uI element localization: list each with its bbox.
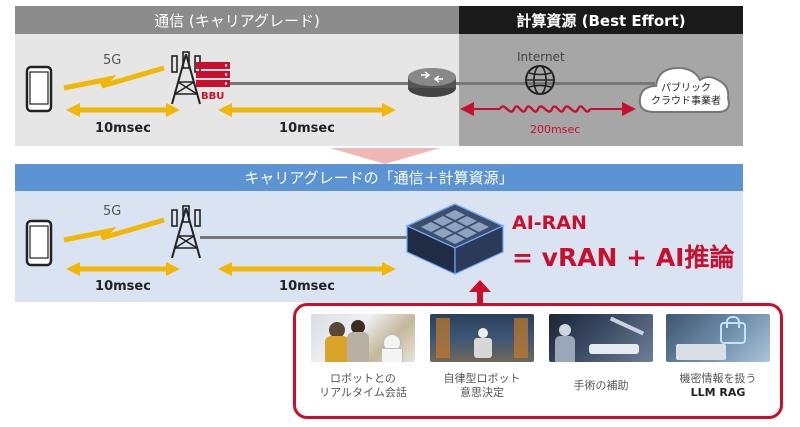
best-effort-latency-arrow <box>460 102 636 116</box>
ai-ran-datacenter-icon <box>405 203 505 275</box>
secure-llm-photo <box>666 314 770 362</box>
carrier-grade-header: 通信 (キャリアグレード) <box>15 6 459 34</box>
cloud-line2: クラウド事業者 <box>651 96 721 107</box>
use-case-caption: ロボットとの リアルタイム会話 <box>303 372 423 400</box>
use-case-up-arrow <box>469 280 491 306</box>
warehouse-robot-photo <box>430 314 534 362</box>
cell-tower-icon <box>171 205 201 259</box>
carrier-grade-compute-header: キャリアグレードの「通信＋計算資源」 <box>15 164 743 191</box>
use-case-caption: 自律型ロボット 意思決定 <box>422 372 542 400</box>
use-case-caption: 手術の補助 <box>541 379 661 393</box>
smartphone-icon <box>25 219 53 267</box>
lightning-icon <box>63 217 165 243</box>
smartphone-icon <box>25 65 53 113</box>
surgery-photo <box>549 314 653 362</box>
use-case-line1: 自律型ロボット <box>443 372 521 385</box>
internet-label: Internet <box>517 50 565 64</box>
ai-ran-title: AI-RAN <box>512 212 587 234</box>
compute-resource-header: 計算資源 (Best Effort) <box>459 6 743 34</box>
internet-line <box>455 82 655 85</box>
latency-arrow-mid-top <box>218 103 396 117</box>
latency-arrow-left-bottom <box>66 262 180 276</box>
use-case-line2: LLM RAG <box>690 386 746 399</box>
use-case-line1: ロボットとの <box>330 372 396 385</box>
latency-arrow-left-top <box>66 103 180 117</box>
ai-ran-formula: = vRAN + AI推論 <box>512 243 735 272</box>
use-case-line2: 意思決定 <box>460 386 504 399</box>
bbu-label: BBU <box>201 91 225 102</box>
use-case-line1: 機密情報を扱う <box>679 372 757 385</box>
use-case-line2: リアルタイム会話 <box>319 386 407 399</box>
latency-label-mid-top: 10msec <box>279 121 335 136</box>
router-icon <box>408 68 456 97</box>
robot-conversation-photo <box>311 314 415 362</box>
latency-label-internet: 200msec <box>530 123 581 136</box>
cloud-provider-label: パブリック クラウド事業者 <box>644 82 728 108</box>
transition-down-arrow <box>330 148 440 164</box>
use-case-line1: 手術の補助 <box>573 379 629 392</box>
lightning-icon <box>63 65 165 91</box>
5g-label: 5G <box>103 204 122 219</box>
cell-tower-icon <box>171 51 201 105</box>
bbu-server-icon <box>196 62 230 87</box>
cloud-icon <box>638 66 730 113</box>
globe-icon <box>525 65 555 95</box>
latency-label-left-top: 10msec <box>95 121 151 136</box>
fronthaul-line <box>230 82 410 85</box>
latency-label-mid-bottom: 10msec <box>279 279 335 294</box>
fronthaul-line <box>200 236 410 239</box>
5g-label: 5G <box>103 53 122 68</box>
use-case-caption: 機密情報を扱う LLM RAG <box>658 372 778 400</box>
cloud-line1: パブリック <box>661 83 711 94</box>
latency-arrow-mid-bottom <box>218 262 396 276</box>
latency-label-left-bottom: 10msec <box>95 279 151 294</box>
